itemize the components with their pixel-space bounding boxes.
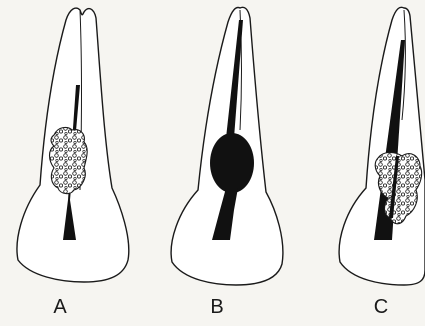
tooth-a	[17, 8, 129, 282]
tooth-c-outline	[339, 7, 425, 285]
panel-label-c: C	[366, 296, 396, 319]
tooth-a-granular-lesion	[50, 127, 88, 193]
panel-label-b: B	[202, 296, 232, 319]
tooth-b-pulp-bulb	[210, 133, 254, 193]
panel-label-a: A	[45, 296, 75, 319]
tooth-c	[339, 7, 425, 285]
tooth-b	[171, 7, 283, 285]
